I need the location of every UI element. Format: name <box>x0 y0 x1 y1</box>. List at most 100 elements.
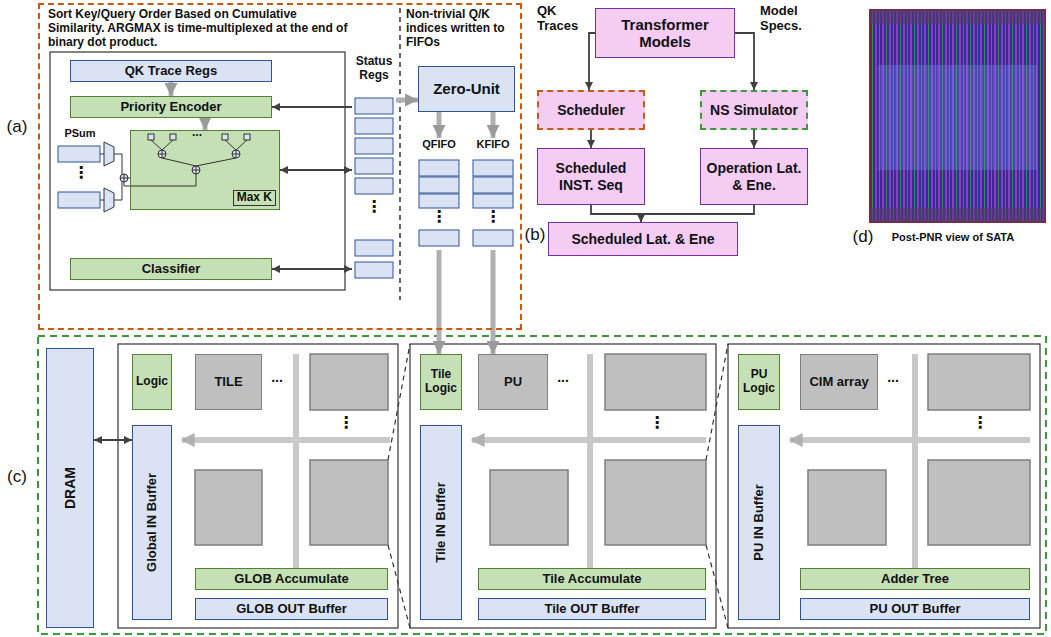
box-label: Priority Encoder <box>120 100 221 115</box>
logic-box: Logic <box>132 354 172 410</box>
pnr-image <box>878 65 1037 170</box>
ellipsis-mark: ⋮ <box>968 414 992 432</box>
maxk-tree <box>158 150 240 174</box>
edge-label: Model Specs. <box>760 4 812 34</box>
maxk-tree <box>148 134 154 140</box>
ellipsis-mark: ⋮ <box>473 208 513 226</box>
register-slots <box>419 177 459 193</box>
psum-registers <box>58 192 100 208</box>
buses <box>182 437 390 443</box>
process-box: Scheduler <box>537 90 645 130</box>
flow-arrow <box>590 130 592 148</box>
box-label: Transformer Models <box>599 16 731 51</box>
buffer-box: PU IN Buffer <box>738 425 780 620</box>
logic-box: PU Logic <box>738 354 780 410</box>
unit-blocks <box>808 470 886 545</box>
zoom-lines <box>388 344 728 628</box>
register-slots <box>473 230 513 246</box>
register-slots <box>419 230 459 246</box>
flow-arrow <box>753 130 755 148</box>
box-label: Operation Lat. & Ene. <box>704 160 804 192</box>
buses <box>293 354 299 568</box>
psum-registers <box>104 142 114 166</box>
pnr-image <box>870 10 1045 222</box>
accumulate-box: GLOB Accumulate <box>195 568 388 590</box>
maxk-tree <box>170 134 176 140</box>
box-label: CIM array <box>809 375 868 390</box>
buses <box>587 354 593 568</box>
process-box: Scheduled Lat. & Ene <box>548 222 738 256</box>
heading-text: Status Regs <box>348 55 400 83</box>
buffer-box: Tile OUT Buffer <box>478 598 706 620</box>
box-label: PU OUT Buffer <box>870 602 961 617</box>
register-slots <box>355 240 393 256</box>
maxk-tree <box>222 134 228 140</box>
box-label: NS Simulator <box>710 102 798 118</box>
psum-registers <box>58 146 100 162</box>
ellipsis-mark: ⋮ <box>355 198 393 216</box>
ellipsis-mark: ... <box>880 370 906 385</box>
panel-tag: (d) <box>850 228 876 247</box>
unit-blocks <box>605 354 706 410</box>
box-label: Logic <box>136 375 168 389</box>
ellipsis-mark: ⋮ <box>419 208 459 226</box>
box-label: Tile IN Buffer <box>434 482 449 563</box>
panel-tag: (c) <box>2 468 32 487</box>
block-arrow <box>437 112 442 138</box>
pu-box: PU <box>478 354 548 410</box>
unit-blocks <box>195 354 1030 545</box>
buses <box>472 437 706 443</box>
caption-label: Post-PNR view of SATA <box>878 231 1028 243</box>
unit-blocks <box>605 460 706 545</box>
box-label: Tile Logic <box>424 368 458 396</box>
ellipsis-mark: ⋮ <box>66 164 96 182</box>
box-label: GLOB OUT Buffer <box>236 602 347 617</box>
pnr-image <box>870 208 1045 222</box>
flow-arrow <box>735 33 754 90</box>
panel-tag: (b) <box>523 226 547 245</box>
adder-box: Adder Tree <box>800 568 1030 590</box>
region-frame <box>38 336 1046 634</box>
register-stack: Status Regs <box>352 95 396 285</box>
box-label: PU <box>504 375 522 390</box>
flow-arrow <box>591 205 641 222</box>
block-arrow <box>437 250 442 354</box>
unit-box: Zero-Unit <box>418 66 515 112</box>
psum-registers <box>58 142 130 212</box>
zoom-lines <box>388 344 728 628</box>
logic-box: Tile Logic <box>420 354 462 410</box>
box-label: Max K <box>233 190 276 206</box>
region-a: Sort Key/Query Order Based on Cumulative… <box>38 3 522 330</box>
buffer-box: GLOB OUT Buffer <box>195 598 388 620</box>
box-label: DRAM <box>62 467 78 509</box>
psum-registers <box>120 174 128 182</box>
fifo-stack: KFIFO <box>470 138 516 250</box>
box-label: Zero-Unit <box>433 80 500 97</box>
register-slots <box>355 98 513 278</box>
ellipsis-mark: PSum <box>58 127 102 139</box>
unit-blocks <box>490 470 568 545</box>
register-slots <box>355 98 393 114</box>
process-box: Scheduled INST. Seq <box>537 148 645 205</box>
ellipsis-mark: ... <box>264 370 290 385</box>
logic-box: Priority Encoder <box>70 96 272 118</box>
maxk-tree <box>244 134 250 140</box>
register-slots <box>355 178 393 194</box>
box-label: TILE <box>214 375 242 390</box>
process-box: Transformer Models <box>595 8 735 58</box>
psum-registers <box>104 188 114 212</box>
pnr-image <box>870 10 1045 222</box>
buffer-box: Tile IN Buffer <box>420 425 462 620</box>
memory-box: DRAM <box>46 348 94 628</box>
flow-arrow <box>641 205 754 222</box>
psum-registers <box>120 174 128 182</box>
flow-arrow <box>94 439 132 441</box>
ellipsis-mark: ⋮ <box>645 414 669 432</box>
fifo-stack: QFIFO <box>416 138 462 250</box>
register-slots <box>419 160 459 176</box>
psum-registers <box>100 154 130 200</box>
box-label: Scheduled Lat. & Ene <box>571 231 714 247</box>
region-frame <box>38 8 1046 634</box>
